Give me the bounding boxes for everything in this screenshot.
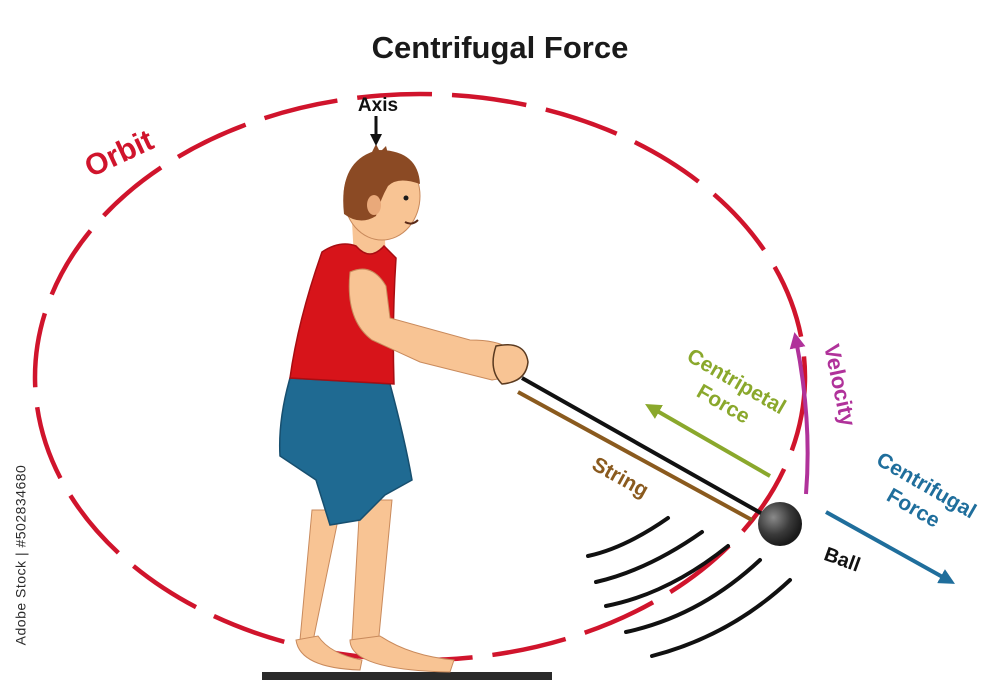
string-indicator: [517, 390, 753, 522]
athlete-figure: [278, 144, 529, 673]
centripetal-arrow-icon: [645, 404, 771, 478]
page-title: Centrifugal Force: [372, 30, 629, 65]
ground-bar: [262, 672, 552, 680]
axis-label: Axis: [358, 95, 398, 116]
centrifugal-arrow-icon: [825, 510, 955, 584]
hammer-ball: [758, 502, 802, 546]
motion-lines: [586, 516, 792, 658]
centrifugal-label: Centrifugal Force: [873, 448, 980, 532]
velocity-arrow-icon: [789, 332, 810, 495]
hammer-cable: [521, 376, 767, 518]
ball-label: Ball: [821, 543, 863, 576]
stock-id-text: Adobe Stock | #502834680: [12, 464, 29, 646]
velocity-label: Velocity: [819, 342, 861, 429]
stock-id-watermark: Adobe Stock | #502834680: [8, 455, 32, 655]
